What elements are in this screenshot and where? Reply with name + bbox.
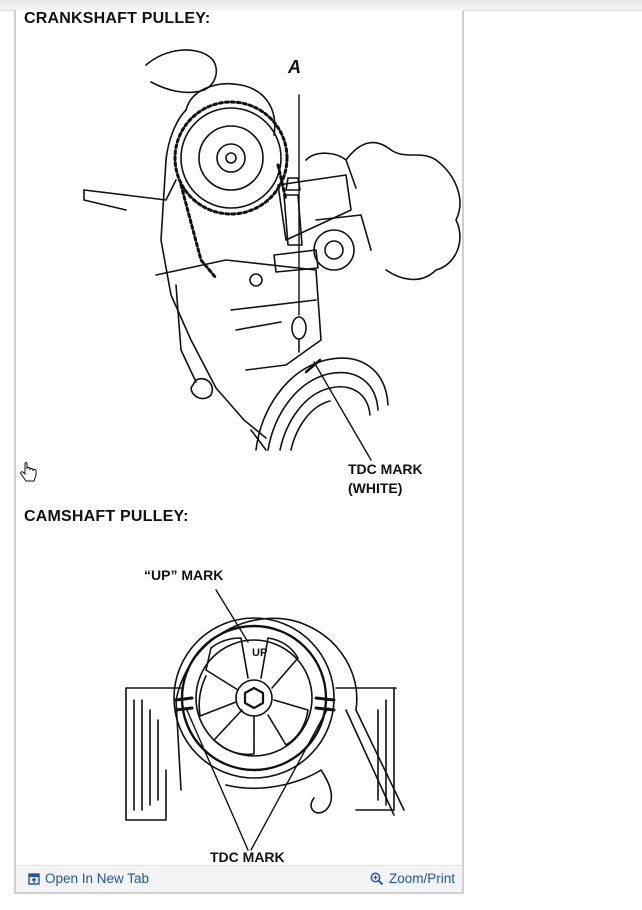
hand-cursor-icon bbox=[20, 462, 37, 482]
camshaft-pulley-title: CAMSHAFT PULLEY: bbox=[24, 508, 189, 525]
crankshaft-tdc-white-label: (WHITE) bbox=[348, 480, 403, 496]
diagram-footer: Open In New Tab Zoom/Print bbox=[16, 865, 462, 892]
pointer-a-label: A bbox=[288, 57, 301, 77]
open-new-tab-icon bbox=[28, 872, 40, 885]
crankshaft-pulley-illustration bbox=[83, 49, 461, 461]
zoom-print-link[interactable]: Zoom/Print bbox=[370, 871, 455, 886]
up-mark-label: “UP” MARK bbox=[144, 567, 224, 583]
zoom-print-label: Zoom/Print bbox=[389, 871, 456, 886]
open-new-tab-link[interactable]: Open In New Tab bbox=[28, 871, 149, 886]
open-new-tab-label: Open In New Tab bbox=[45, 871, 150, 886]
camshaft-pulley-illustration: UP bbox=[125, 589, 405, 851]
diagram-panel: CRANKSHAFT PULLEY: bbox=[14, 10, 464, 894]
camshaft-tdc-mark-label: TDC MARK bbox=[210, 849, 285, 865]
pulley-up-text: UP bbox=[252, 647, 267, 659]
crankshaft-tdc-mark-label: TDC MARK bbox=[348, 461, 423, 477]
zoom-icon bbox=[370, 872, 384, 885]
crankshaft-pulley-title: CRANKSHAFT PULLEY: bbox=[24, 10, 211, 27]
